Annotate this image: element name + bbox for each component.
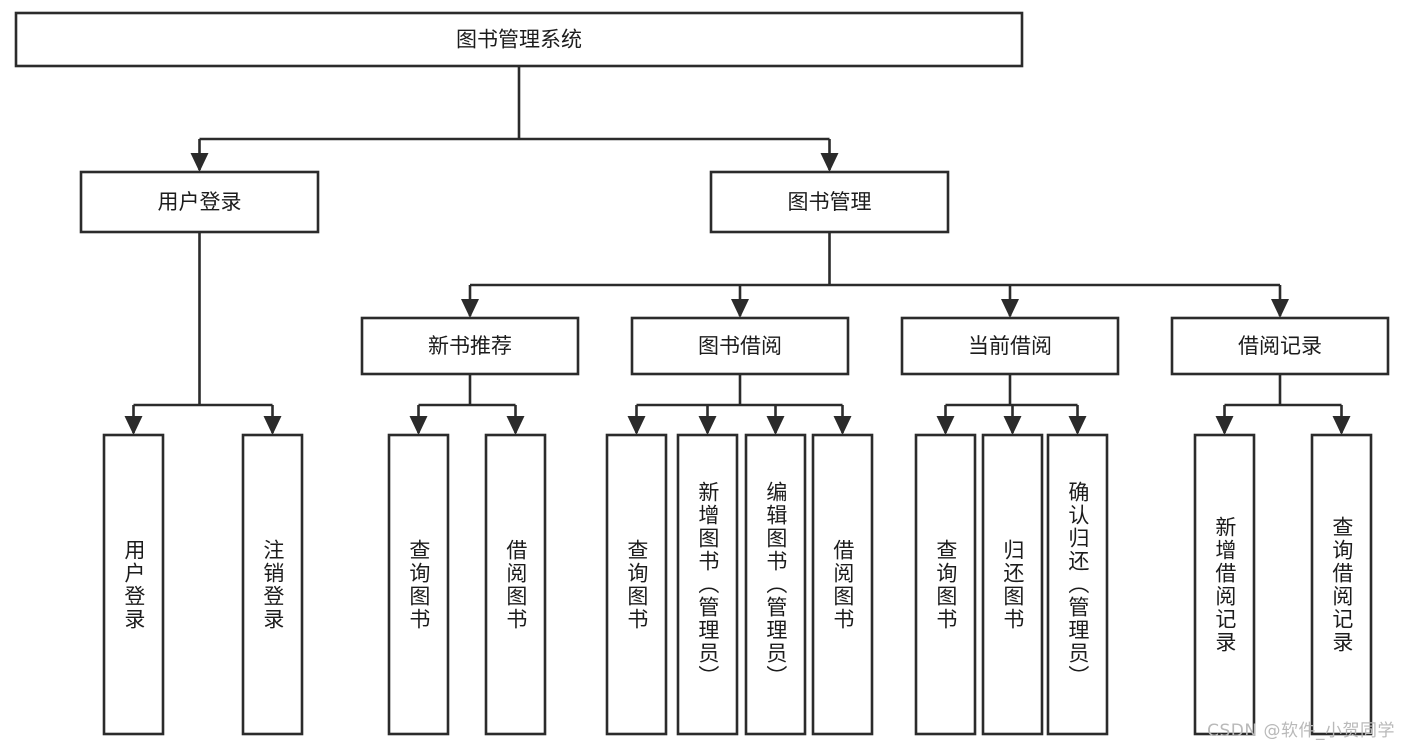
node-label-level3-book-borrow: 图书借阅 <box>698 334 782 358</box>
arrow-head-icon-book-management <box>820 153 839 172</box>
node-leaf-user-login-0[interactable] <box>102 433 165 736</box>
arrow-head-icon-level3-book-borrow <box>731 299 749 318</box>
node-level3-book-borrow[interactable] <box>630 316 850 376</box>
arrow-head-icon-leaf-book-borrow-0 <box>627 416 646 435</box>
connector-layer <box>124 66 1351 435</box>
arrow-head-icon-user-login <box>190 153 209 172</box>
arrow-head-icon-level3-borrow-record <box>1271 299 1289 318</box>
arrow-head-icon-level3-current-borrow <box>1001 299 1019 318</box>
arrow-head-icon-leaf-user-login-0 <box>124 416 143 435</box>
node-leaf-book-borrow-0[interactable] <box>605 433 668 736</box>
arrow-head-icon-leaf-borrow-record-1 <box>1332 416 1351 435</box>
node-box-layer <box>14 11 1390 736</box>
node-leaf-user-login-1[interactable] <box>241 433 304 736</box>
node-label-level2-book-management: 图书管理 <box>788 190 872 214</box>
node-leaf-current-borrow-0[interactable] <box>914 433 977 736</box>
arrow-head-icon-leaf-borrow-record-0 <box>1215 416 1234 435</box>
arrow-head-icon-leaf-current-borrow-1 <box>1003 416 1022 435</box>
arrow-head-icon-leaf-new-book-recommend-0 <box>409 416 428 435</box>
arrow-head-icon-leaf-user-login-1 <box>263 416 282 435</box>
node-level2-user-login[interactable] <box>79 170 320 234</box>
node-level3-current-borrow[interactable] <box>900 316 1120 376</box>
node-leaf-current-borrow-1[interactable] <box>981 433 1044 736</box>
arrow-head-icon-leaf-book-borrow-2 <box>766 416 785 435</box>
node-leaf-new-book-recommend-0[interactable] <box>387 433 450 736</box>
node-leaf-borrow-record-0[interactable] <box>1193 433 1256 736</box>
node-root-book-management-system[interactable] <box>14 11 1024 68</box>
node-leaf-book-borrow-1[interactable] <box>676 433 739 736</box>
node-label-level3-current-borrow: 当前借阅 <box>968 334 1052 358</box>
arrow-head-icon-leaf-current-borrow-0 <box>936 416 955 435</box>
arrow-head-icon-level3-new-book-recommend <box>461 299 479 318</box>
watermark-text: CSDN @软件_小贺同学 <box>1207 721 1395 741</box>
arrow-head-icon-leaf-current-borrow-2 <box>1068 416 1087 435</box>
arrow-head-icon-leaf-new-book-recommend-1 <box>506 416 525 435</box>
node-label-level3-borrow-record: 借阅记录 <box>1238 334 1322 358</box>
node-leaf-borrow-record-1[interactable] <box>1310 433 1373 736</box>
node-level2-book-management[interactable] <box>709 170 950 234</box>
node-leaf-book-borrow-2[interactable] <box>744 433 807 736</box>
node-label-root: 图书管理系统 <box>456 28 582 52</box>
arrow-head-icon-leaf-book-borrow-3 <box>833 416 852 435</box>
node-label-level2-user-login: 用户登录 <box>158 190 242 214</box>
node-level3-borrow-record[interactable] <box>1170 316 1390 376</box>
node-leaf-new-book-recommend-1[interactable] <box>484 433 547 736</box>
arrow-head-icon-leaf-book-borrow-1 <box>698 416 717 435</box>
node-leaf-book-borrow-3[interactable] <box>811 433 874 736</box>
node-level3-new-book-recommend[interactable] <box>360 316 580 376</box>
node-leaf-current-borrow-2[interactable] <box>1046 433 1109 736</box>
node-label-level3-new-book-recommend: 新书推荐 <box>428 334 512 358</box>
